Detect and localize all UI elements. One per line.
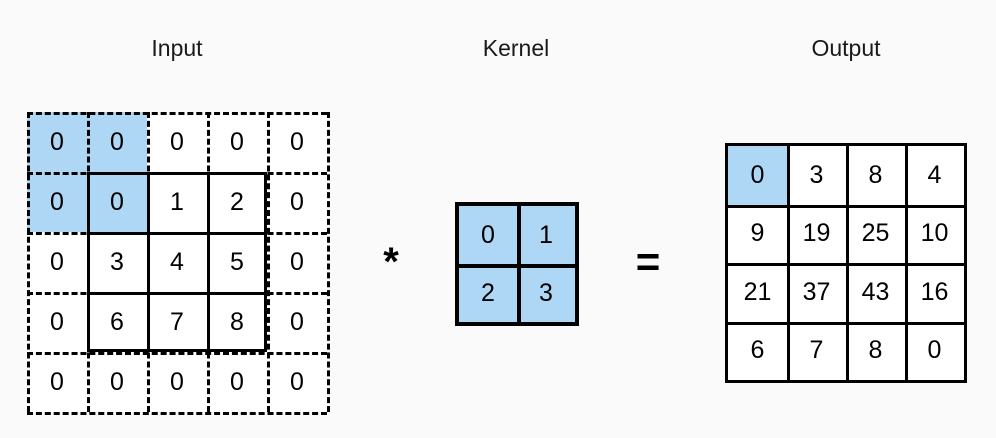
- input-cell-r1-c2: 1: [147, 172, 207, 232]
- input-dashed-hline-4: [27, 352, 327, 355]
- input-cell-r3-c0: 0: [27, 292, 87, 352]
- input-cell-r2-c0: 0: [27, 232, 87, 292]
- kernel-cell-r1-c1: 3: [517, 264, 575, 322]
- input-cell-r1-c3: 2: [207, 172, 267, 232]
- input-cell-r2-c4: 0: [267, 232, 327, 292]
- input-cell-r3-c4: 0: [267, 292, 327, 352]
- output-cell-r3-c0: 6: [728, 321, 787, 380]
- input-dashed-hline-5: [27, 412, 327, 415]
- input-dashed-vline-0: [27, 112, 30, 412]
- output-cell-r1-c0: 9: [728, 204, 787, 263]
- output-cell-r2-c2: 43: [846, 263, 905, 322]
- output-vline-2: [846, 146, 849, 380]
- input-solid-vline-1: [207, 172, 210, 352]
- output-cell-r2-c3: 16: [905, 263, 964, 322]
- input-cell-r0-c3: 0: [207, 112, 267, 172]
- input-cell-r2-c1: 3: [87, 232, 147, 292]
- input-cell-r1-c0: 0: [27, 172, 87, 232]
- output-cell-r1-c3: 10: [905, 204, 964, 263]
- input-cell-r0-c4: 0: [267, 112, 327, 172]
- input-cell-r3-c3: 8: [207, 292, 267, 352]
- input-dashed-vline-4: [267, 112, 270, 412]
- input-cell-r1-c1: 0: [87, 172, 147, 232]
- output-cell-r0-c0: 0: [728, 146, 787, 205]
- output-cell-r1-c2: 25: [846, 204, 905, 263]
- input-cell-r0-c1: 0: [87, 112, 147, 172]
- kernel-cell-r0-c0: 0: [459, 206, 517, 264]
- output-cell-r3-c1: 7: [787, 321, 846, 380]
- output-vline-1: [787, 146, 790, 380]
- input-cell-r4-c2: 0: [147, 352, 207, 412]
- input-cell-r4-c3: 0: [207, 352, 267, 412]
- input-title: Input: [151, 35, 203, 61]
- input-cell-r4-c4: 0: [267, 352, 327, 412]
- input-solid-hline-1: [87, 292, 267, 295]
- kernel-cell-r0-c1: 1: [517, 206, 575, 264]
- input-cell-r4-c0: 0: [27, 352, 87, 412]
- input-cell-r0-c2: 0: [147, 112, 207, 172]
- output-cell-r1-c1: 19: [787, 204, 846, 263]
- input-solid-vline-0: [147, 172, 150, 352]
- input-cell-r3-c1: 6: [87, 292, 147, 352]
- input-inner-region-border: [87, 172, 267, 352]
- kernel-title: Kernel: [482, 35, 550, 61]
- input-cell-r0-c0: 0: [27, 112, 87, 172]
- output-cell-r0-c3: 4: [905, 146, 964, 205]
- output-cell-r2-c0: 21: [728, 263, 787, 322]
- output-cell-r0-c1: 3: [787, 146, 846, 205]
- kernel-cell-r1-c0: 2: [459, 264, 517, 322]
- output-vline-3: [905, 146, 908, 380]
- output-cell-r3-c3: 0: [905, 321, 964, 380]
- output-cell-r0-c2: 8: [846, 146, 905, 205]
- input-cell-r3-c2: 7: [147, 292, 207, 352]
- input-cell-r1-c4: 0: [267, 172, 327, 232]
- equals-operator-icon: =: [635, 238, 661, 285]
- input-dashed-vline-5: [327, 112, 330, 412]
- output-cell-r3-c2: 8: [846, 321, 905, 380]
- input-cell-r2-c3: 5: [207, 232, 267, 292]
- convolution-operator-icon: *: [383, 240, 399, 284]
- input-dashed-hline-0: [27, 112, 327, 115]
- input-solid-hline-0: [87, 232, 267, 235]
- input-cell-r4-c1: 0: [87, 352, 147, 412]
- output-title: Output: [811, 35, 881, 61]
- input-cell-r2-c2: 4: [147, 232, 207, 292]
- output-cell-r2-c1: 37: [787, 263, 846, 322]
- kernel-vline-1: [517, 206, 521, 322]
